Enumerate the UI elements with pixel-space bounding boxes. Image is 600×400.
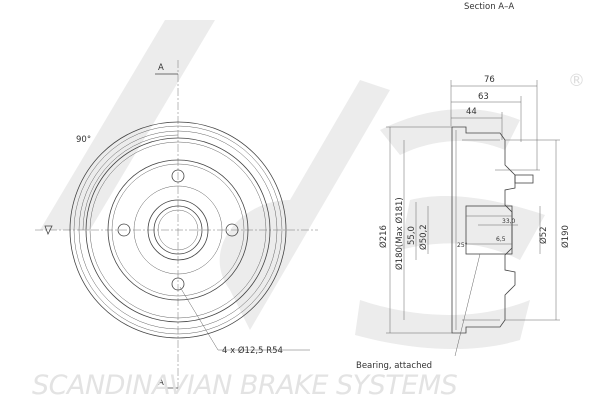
bolt-hole-right <box>225 223 239 237</box>
dim-33: 33,0 <box>502 218 516 225</box>
section-mark-top: A <box>158 63 164 73</box>
section-title: Section A–A <box>464 2 514 12</box>
hole-callout: 4 x Ø12,5 R54 <box>222 345 283 356</box>
dim-6-5: 6,5 <box>496 236 506 243</box>
dim-55: 55,0 <box>407 226 417 245</box>
dim-width-76: 76 <box>484 75 495 85</box>
brand-text: SCANDINAVIAN BRAKE SYSTEMS <box>32 370 458 400</box>
registered-mark: ® <box>568 71 585 91</box>
dim-width-44: 44 <box>466 107 477 117</box>
bolt-hole-top <box>171 169 185 183</box>
section-view: 76 63 44 Ø216 Ø180(Max Ø181) 55,0 Ø50,2 <box>356 75 571 371</box>
dim-angle-25: 25° <box>457 242 468 249</box>
dim-dia-180: Ø180(Max Ø181) <box>394 197 405 270</box>
sbs-watermark-logo <box>40 20 545 350</box>
bearing-note: Bearing, attached <box>356 361 432 371</box>
dim-dia-216: Ø216 <box>378 225 389 248</box>
front-view: A A 90° 4 x Ø12,5 R54 <box>35 60 318 392</box>
dim-dia-50: Ø50,2 <box>418 224 429 250</box>
dim-dia-52: Ø52 <box>538 226 549 244</box>
dim-dia-190: Ø190 <box>560 225 571 248</box>
angle-label: 90° <box>76 135 91 145</box>
dim-width-63: 63 <box>478 92 489 102</box>
section-mark-bottom: A <box>158 378 164 388</box>
bolt-hole-bottom <box>171 277 185 291</box>
bolt-hole-left <box>117 223 131 237</box>
